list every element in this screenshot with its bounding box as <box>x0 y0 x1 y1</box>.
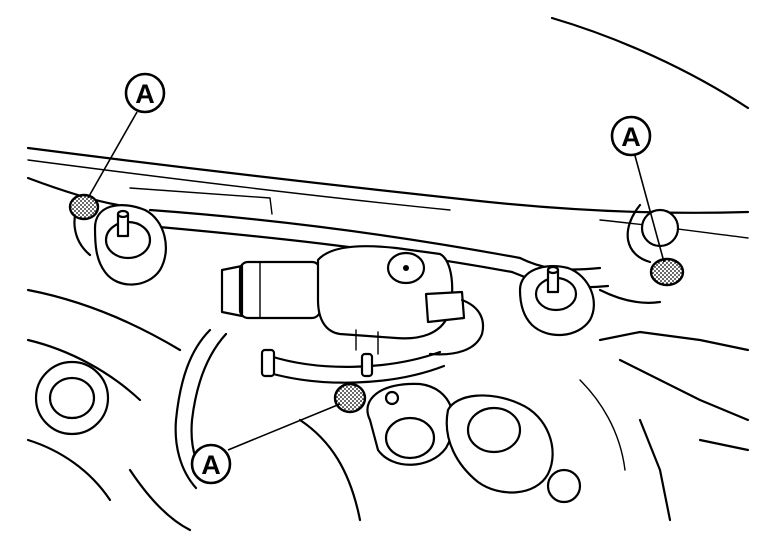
callout-a-right-top: A <box>610 115 652 157</box>
left-pivot-assembly <box>73 198 167 286</box>
svg-text:A: A <box>135 79 155 109</box>
harness-hose <box>174 328 446 490</box>
nut-right-top <box>649 257 685 287</box>
svg-text:A: A <box>621 122 641 152</box>
lower-body-panels <box>26 288 750 532</box>
svg-text:A: A <box>201 450 221 480</box>
right-pivot-assembly <box>518 203 680 337</box>
callout-a-left-top: A <box>124 72 166 114</box>
nut-left-top <box>68 193 100 221</box>
nut-bottom-center <box>333 382 367 414</box>
leader-right-top <box>633 151 665 263</box>
leader-bottom-center <box>227 403 341 451</box>
leader-left-top <box>87 111 138 199</box>
callout-a-bottom-center: A <box>190 443 232 485</box>
wiper-motor <box>220 245 485 356</box>
